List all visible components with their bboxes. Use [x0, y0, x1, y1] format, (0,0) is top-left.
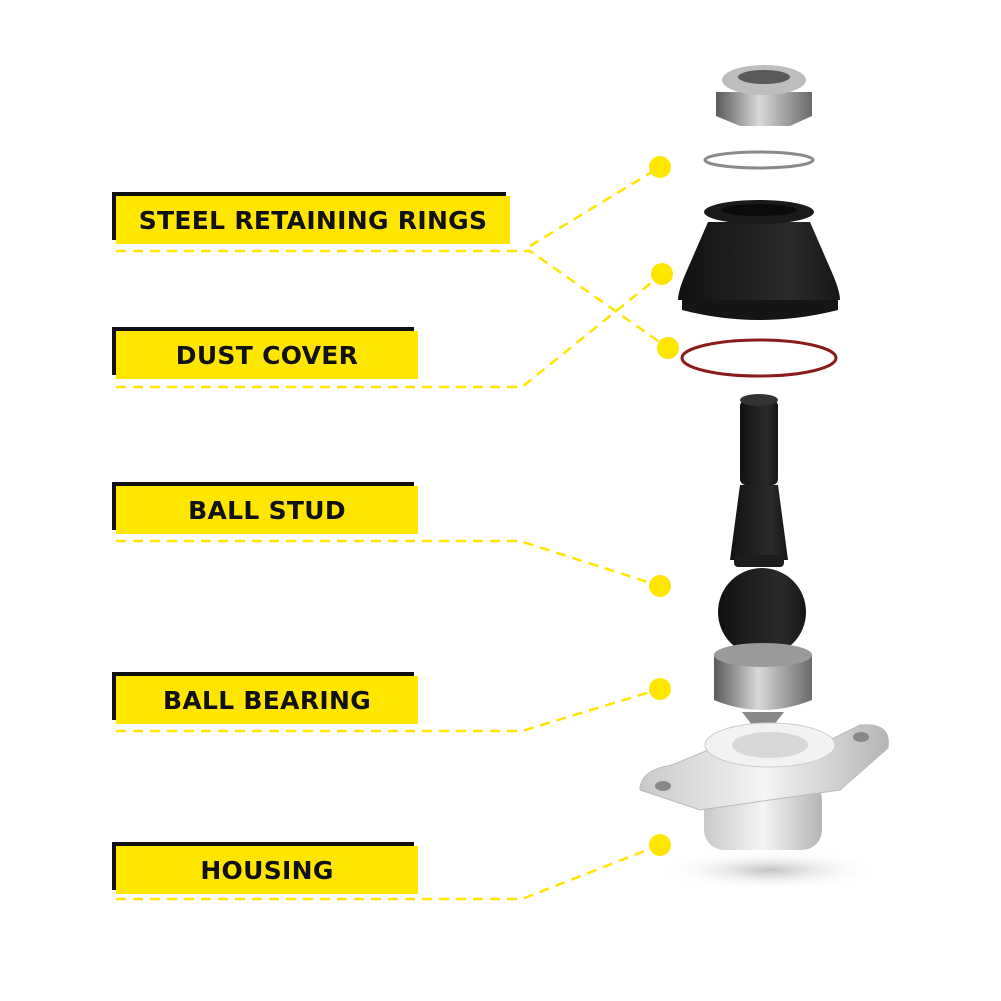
- leader-steel-retaining-rings-upper: [529, 165, 661, 248]
- callout-dot: [649, 834, 671, 856]
- label-text: BALL BEARING: [116, 676, 418, 724]
- leader-ball-bearing: [116, 687, 661, 733]
- steel-ring-illustration: [703, 150, 815, 170]
- label-housing: HOUSING: [112, 842, 418, 894]
- callout-dot: [657, 337, 679, 359]
- label-text: DUST COVER: [116, 331, 418, 379]
- lock-nut-illustration: [716, 65, 812, 126]
- callout-dot: [649, 678, 671, 700]
- label-text: HOUSING: [116, 846, 418, 894]
- leader-ball-stud: [116, 539, 661, 588]
- callout-dot: [649, 156, 671, 178]
- label-text: BALL STUD: [116, 486, 418, 534]
- label-ball-stud: BALL STUD: [112, 482, 418, 534]
- label-steel-retaining-rings: STEEL RETAINING RINGS: [112, 192, 510, 244]
- label-dust-cover: DUST COVER: [112, 327, 418, 379]
- dust-cover-illustration: [678, 200, 840, 320]
- callout-dot: [649, 575, 671, 597]
- label-ball-bearing: BALL BEARING: [112, 672, 418, 724]
- ball-bearing-illustration: [714, 643, 812, 730]
- label-text: STEEL RETAINING RINGS: [116, 196, 510, 244]
- leader-steel-retaining-rings: [116, 249, 669, 350]
- ball-stud-illustration: [718, 394, 806, 656]
- red-retaining-ring-illustration: [680, 338, 838, 378]
- callout-dot: [651, 263, 673, 285]
- housing-illustration: [639, 722, 889, 890]
